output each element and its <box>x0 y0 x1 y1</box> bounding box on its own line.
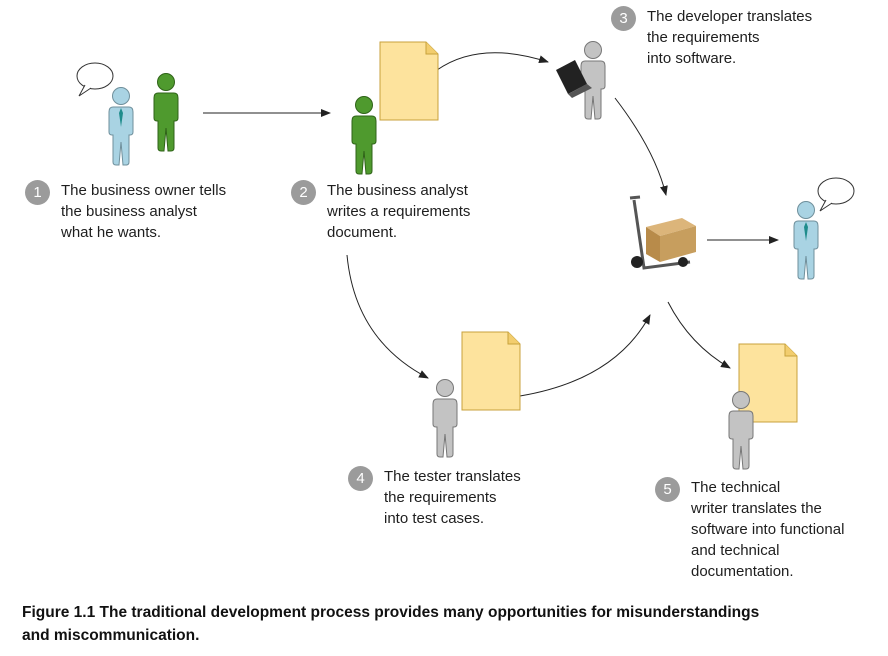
arrow-product-to-writer <box>667 301 731 369</box>
step-description: The business owner tells the business an… <box>61 182 227 241</box>
step-description: The technical writer translates the soft… <box>691 479 845 580</box>
technical-writer-person-icon <box>728 391 754 470</box>
arrow-developer-to-product <box>614 97 668 196</box>
tester-person-icon <box>432 379 458 458</box>
box-icon <box>646 218 696 262</box>
step-badge: 1 <box>25 180 50 205</box>
business-analyst-writer-person-icon <box>351 96 377 175</box>
step-3: 3 The developer translates the requireme… <box>611 6 812 69</box>
step-badge: 2 <box>291 180 316 205</box>
speech-bubble-icon <box>76 62 114 97</box>
step-1: 1 The business owner tells the business … <box>25 180 226 243</box>
requirements-document-icon <box>379 41 439 121</box>
step-badge: 4 <box>348 466 373 491</box>
hand-truck-icon <box>629 195 691 270</box>
documentation-document-icon <box>738 343 798 423</box>
step-badge: 5 <box>655 477 680 502</box>
figure-caption: Figure 1.1 The traditional development p… <box>22 604 760 644</box>
laptop-icon <box>556 60 592 98</box>
step-description: The business analyst writes a requiremen… <box>327 182 471 241</box>
business-owner-receiver-person-icon <box>793 201 819 280</box>
arrow-analyst-to-developer <box>436 52 549 71</box>
step-description: The tester translates the requirements i… <box>384 468 521 527</box>
arrow-analyst-to-tester <box>346 254 429 379</box>
business-owner-person-icon <box>108 87 134 166</box>
arrow-tester-to-product <box>519 314 651 397</box>
step-5: 5 The technical writer translates the so… <box>655 477 844 582</box>
step-badge: 3 <box>611 6 636 31</box>
speech-bubble-icon <box>817 177 855 212</box>
step-description: The developer translates the requirement… <box>647 8 813 67</box>
step-2: 2 The business analyst writes a requirem… <box>291 180 470 243</box>
step-4: 4 The tester translates the requirements… <box>348 466 521 529</box>
business-analyst-person-icon <box>153 73 179 152</box>
test-cases-document-icon <box>461 331 521 411</box>
